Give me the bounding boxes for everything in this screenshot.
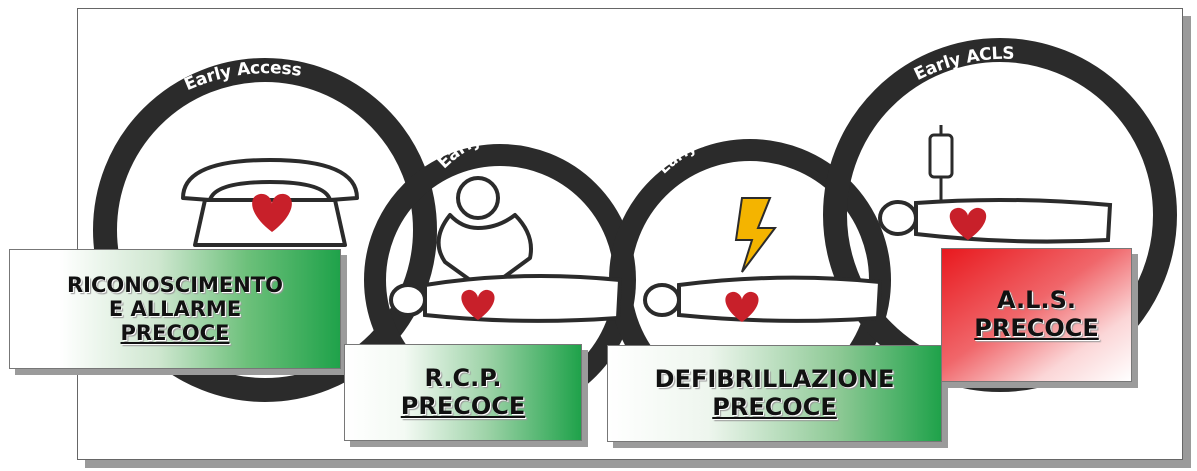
patient-acls-icon	[878, 197, 1113, 244]
label-early-access: Early Access	[181, 58, 303, 95]
ring-early-access	[93, 58, 437, 402]
step-box-defibrillation: DEFIBRILLAZIONE PRECOCE	[607, 345, 942, 442]
heart-icon	[252, 193, 292, 232]
step-3-line-1: DEFIBRILLAZIONE	[654, 364, 895, 393]
heart-icon	[461, 289, 495, 320]
lightning-icon	[734, 197, 777, 273]
step-1-line-1: RICONOSCIMENTO	[66, 272, 284, 297]
step-2-line-2: PRECOCE	[400, 391, 526, 420]
step-box-cpr: R.C.P. PRECOCE	[344, 344, 582, 441]
step-box-recognition: RICONOSCIMENTO E ALLARME PRECOCE	[9, 249, 341, 369]
cpr-rescuer-icon	[436, 176, 533, 282]
heart-icon	[949, 207, 987, 240]
patient-defib-icon	[643, 275, 883, 323]
label-early-acls: Early ACLS	[911, 44, 1015, 85]
step-4-line-1: A.L.S.	[997, 286, 1076, 315]
step-1-line-3: PRECOCE	[120, 321, 230, 346]
step-1-line-2: E ALLARME	[108, 296, 242, 321]
step-3-line-2: PRECOCE	[712, 392, 837, 421]
heart-icon	[725, 291, 759, 322]
step-4-line-2: PRECOCE	[974, 314, 1099, 342]
step-box-als: A.L.S. PRECOCE	[941, 248, 1132, 382]
step-2-line-1: R.C.P.	[424, 363, 502, 392]
